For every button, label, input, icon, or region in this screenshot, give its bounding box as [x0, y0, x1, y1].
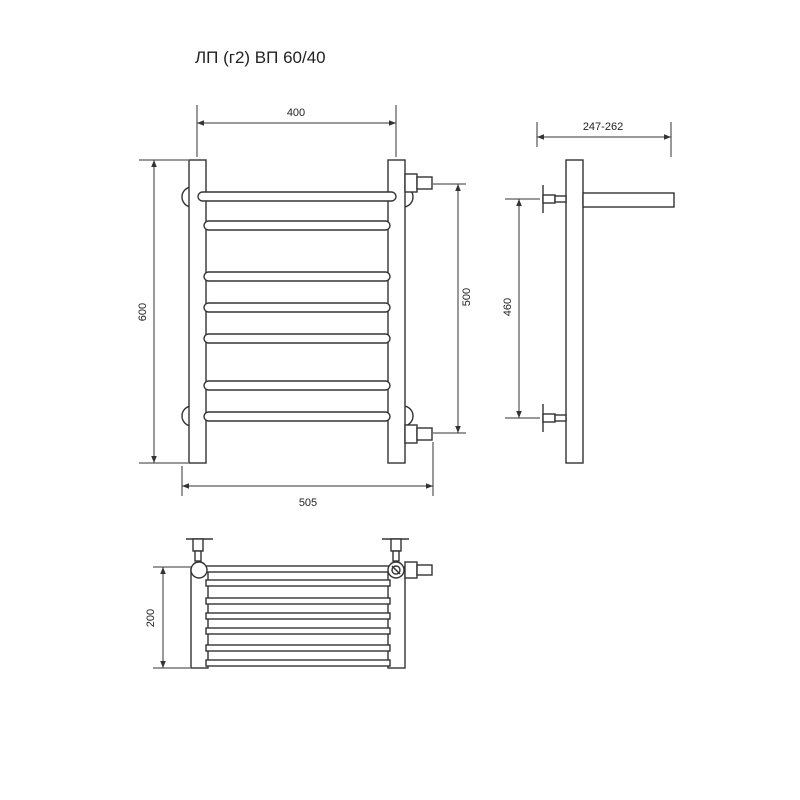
top-bar — [205, 597, 391, 605]
side-bracket-bottom — [542, 404, 567, 432]
front-connection-bottom — [404, 424, 433, 444]
top-bar — [205, 612, 391, 620]
front-bar — [203, 380, 391, 391]
side-view: 247-262 460 — [502, 121, 675, 464]
top-mount-left — [186, 538, 213, 579]
top-bar — [205, 659, 391, 667]
dim-side-depth: 247-262 — [583, 121, 623, 133]
front-bar — [203, 411, 391, 422]
top-bars — [205, 565, 391, 667]
top-view: 200 — [145, 538, 433, 669]
top-bar — [205, 579, 391, 587]
top-bar — [205, 565, 391, 573]
top-bar — [205, 644, 391, 652]
side-bracket-top — [542, 185, 567, 213]
top-bar — [205, 627, 391, 635]
front-view: 400 600 500 505 — [137, 105, 473, 509]
front-bar — [203, 220, 391, 231]
front-bar — [203, 302, 391, 313]
front-bar — [203, 271, 391, 282]
dim-height: 600 — [137, 303, 149, 321]
dim-overall-width: 505 — [299, 497, 317, 509]
dim-top-width: 400 — [287, 107, 305, 119]
front-bars — [197, 191, 397, 422]
side-shelf-tube — [582, 192, 675, 208]
drawing-title: ЛП (г2) ВП 60/40 — [195, 48, 326, 67]
front-bar — [203, 333, 391, 344]
front-connection-top — [404, 173, 433, 193]
dim-top-view-depth: 200 — [145, 609, 157, 627]
top-mount-right — [382, 538, 433, 579]
dim-connection-spacing: 500 — [461, 288, 473, 306]
dim-side-mount-spacing: 460 — [502, 298, 514, 316]
front-bar — [197, 191, 397, 202]
side-post — [565, 159, 584, 464]
